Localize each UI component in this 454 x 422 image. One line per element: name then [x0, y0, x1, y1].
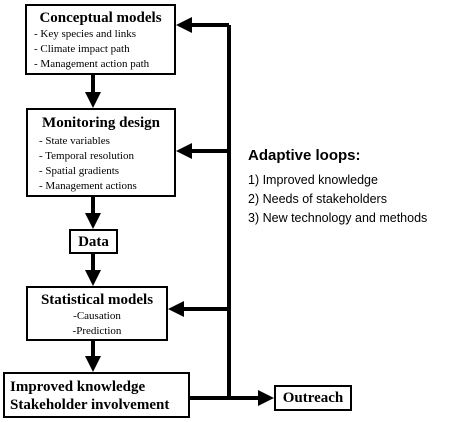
- monitoring-design-item: - State variables: [39, 135, 110, 147]
- conceptual-models-box: Conceptual models - Key species and link…: [25, 4, 176, 75]
- data-box: Data: [69, 229, 118, 254]
- statistical-models-item: -Prediction: [72, 325, 122, 337]
- stakeholder-involvement-line2: Stakeholder involvement: [10, 397, 170, 413]
- statistical-models-box: Statistical models -Causation -Predictio…: [26, 286, 168, 341]
- outreach-title: Outreach: [282, 390, 344, 406]
- monitoring-design-item: - Spatial gradients: [39, 165, 120, 177]
- monitoring-design-title: Monitoring design: [42, 115, 160, 131]
- statistical-models-item: -Causation: [73, 310, 121, 322]
- conceptual-models-item: - Key species and links: [34, 28, 137, 40]
- adaptive-loops-item: 3) New technology and methods: [248, 211, 428, 225]
- monitoring-design-box: Monitoring design - State variables - Te…: [26, 108, 176, 197]
- conceptual-models-item: - Management action path: [34, 58, 150, 70]
- adaptive-loops-legend: Adaptive loops: 1) Improved knowledge 2)…: [248, 147, 452, 228]
- conceptual-models-item: - Climate impact path: [34, 43, 130, 55]
- improved-knowledge-box: Improved knowledge Stakeholder involveme…: [3, 372, 190, 418]
- adaptive-loops-title: Adaptive loops:: [248, 147, 361, 164]
- outreach-box: Outreach: [274, 385, 352, 411]
- conceptual-models-title: Conceptual models: [39, 10, 162, 26]
- data-title: Data: [78, 233, 109, 250]
- adaptive-loops-item: 1) Improved knowledge: [248, 173, 378, 187]
- improved-knowledge-line1: Improved knowledge: [10, 379, 146, 395]
- monitoring-design-item: - Management actions: [39, 180, 137, 192]
- statistical-models-title: Statistical models: [40, 292, 154, 308]
- adaptive-loops-item: 2) Needs of stakeholders: [248, 192, 387, 206]
- monitoring-design-item: - Temporal resolution: [39, 150, 134, 162]
